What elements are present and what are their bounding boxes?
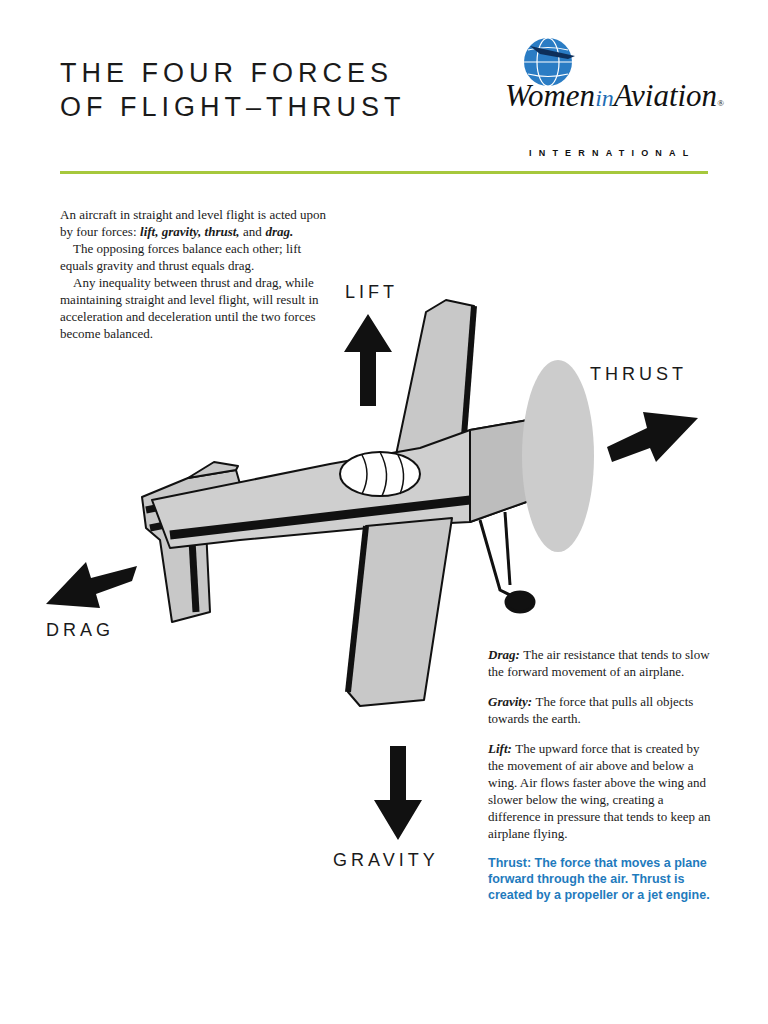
propeller-disc <box>522 360 594 552</box>
divider-rule <box>60 171 708 174</box>
force-list: drag. <box>265 224 293 239</box>
definition: The air resistance that tends to slow th… <box>488 647 710 679</box>
force-list: lift, gravity, thrust, <box>140 224 240 239</box>
logo-subtitle: INTERNATIONAL <box>529 148 695 158</box>
gravity-arrow <box>374 746 422 840</box>
fuselage <box>152 420 532 548</box>
thrust-definition: Thrust: The force that moves a plane for… <box>488 855 716 903</box>
registered-mark: ® <box>717 98 724 108</box>
logo-word: Women <box>505 78 595 114</box>
drag-arrow <box>46 562 137 608</box>
landing-gear <box>480 512 534 612</box>
page-title: THE FOUR FORCES OF FLIGHT–THRUST <box>60 56 450 124</box>
lift-arrow <box>344 314 392 406</box>
term: Drag: <box>488 647 520 662</box>
term: Gravity: <box>488 694 532 709</box>
intro-paragraph: The opposing forces balance each other; … <box>60 240 328 274</box>
force-label: DRAG <box>46 620 114 641</box>
logo: Women in Aviation ® <box>505 78 724 114</box>
intro-paragraph: Any inequality between thrust and drag, … <box>60 274 328 342</box>
thrust-arrow <box>607 412 698 462</box>
force-label: LIFT <box>345 282 398 303</box>
canopy <box>340 452 420 496</box>
definition: The upward force that is created by the … <box>488 741 710 841</box>
intro-text: An aircraft in straight and level flight… <box>60 206 328 342</box>
logo-word: in <box>595 85 614 112</box>
definitions: Drag:The air resistance that tends to sl… <box>488 646 716 916</box>
lower-wing <box>348 518 452 706</box>
force-label: GRAVITY <box>333 850 439 871</box>
conjunction: and <box>243 224 262 239</box>
logo-word: Aviation <box>614 78 717 114</box>
force-label: THRUST <box>590 364 687 385</box>
term: Lift: <box>488 741 512 756</box>
